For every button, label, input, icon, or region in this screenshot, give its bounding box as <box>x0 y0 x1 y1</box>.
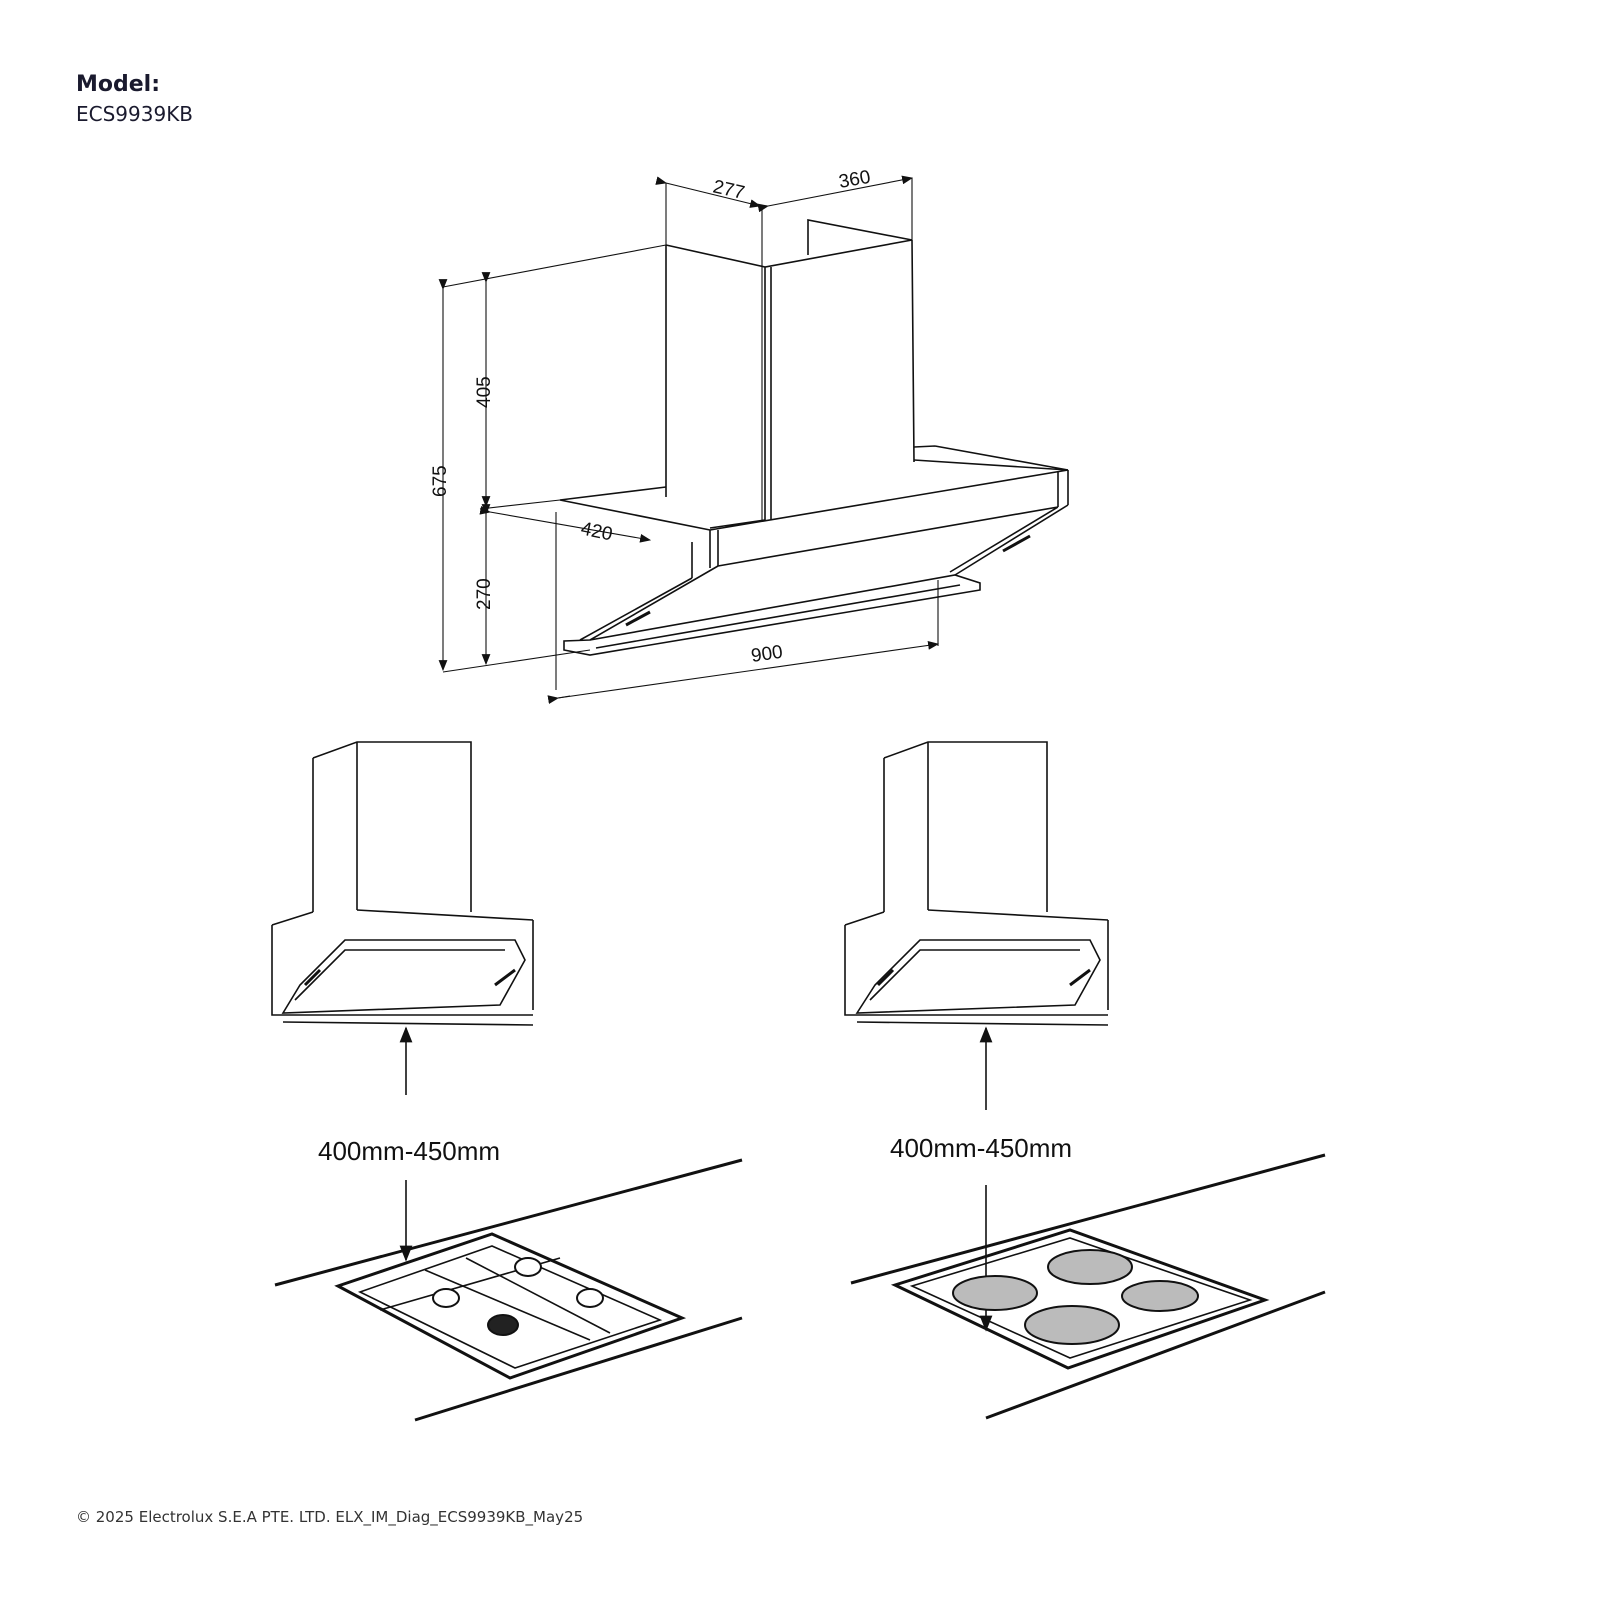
dim-277: 277 <box>711 176 747 204</box>
dim-360: 360 <box>837 167 872 193</box>
dim-405: 405 <box>474 376 495 408</box>
induction-zones <box>952 1249 1199 1345</box>
model-number: ECS9939KB <box>76 102 194 126</box>
gas-hob-installation: 400mm-450mm <box>271 741 743 1422</box>
dim-420: 420 <box>579 518 614 545</box>
dimension-lines: 277 360 405 675 420 270 900 <box>430 167 940 704</box>
model-label: Model: <box>76 72 161 97</box>
gas-hob-distance-label: 400mm-450mm <box>318 1136 500 1166</box>
electric-hob-installation: 400mm-450mm <box>844 741 1326 1420</box>
dim-900: 900 <box>750 642 784 667</box>
gas-burners <box>432 1257 604 1336</box>
copyright-footer: © 2025 Electrolux S.E.A PTE. LTD. ELX_IM… <box>76 1508 584 1526</box>
dim-270: 270 <box>474 578 495 610</box>
main-hood-drawing <box>555 219 1069 690</box>
dim-675: 675 <box>430 465 451 497</box>
electric-hob-distance-label: 400mm-450mm <box>890 1133 1072 1163</box>
